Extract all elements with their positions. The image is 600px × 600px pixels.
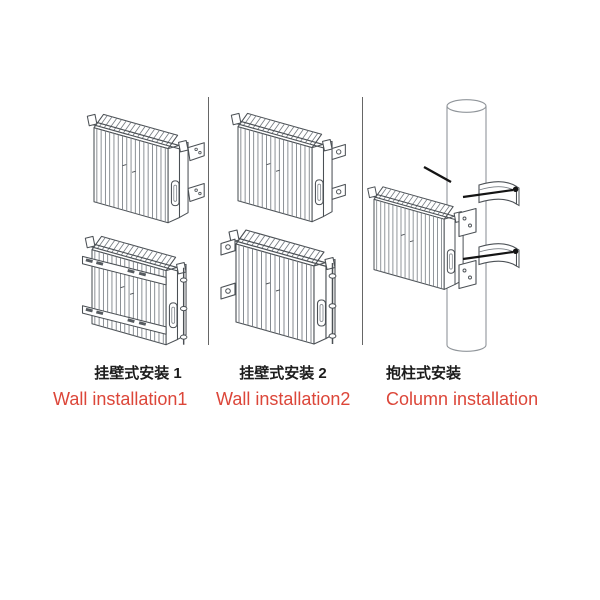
caption-wall1-zh: 挂壁式安装 1 <box>94 365 182 382</box>
wall1-bottom-unit <box>81 235 188 346</box>
caption-wall2-en: Wall installation2 <box>216 389 351 409</box>
mounting-pole <box>446 99 487 352</box>
wall2-bottom-unit <box>220 229 337 345</box>
caption-wall1-en: Wall installation1 <box>53 389 188 409</box>
clamp-interface-plates <box>458 207 477 290</box>
wall1-top-unit <box>86 113 205 224</box>
caption-column-zh: 抱柱式安装 <box>386 365 462 382</box>
caption-column-en: Column installation <box>386 389 539 409</box>
wall2-top-unit <box>230 112 346 223</box>
mounting-rail-icons <box>81 255 167 335</box>
column-unit <box>367 99 520 352</box>
pole-mounted-enclosure <box>367 186 464 290</box>
clamp-rod-upper-left <box>423 165 452 184</box>
ear-tab-icons-left <box>220 238 236 300</box>
caption-wall2-zh: 挂壁式安装 2 <box>239 365 327 382</box>
clamp-rod-icons <box>462 186 519 261</box>
angle-bracket-icons <box>187 142 205 203</box>
ear-tab-icons-right <box>331 143 346 200</box>
